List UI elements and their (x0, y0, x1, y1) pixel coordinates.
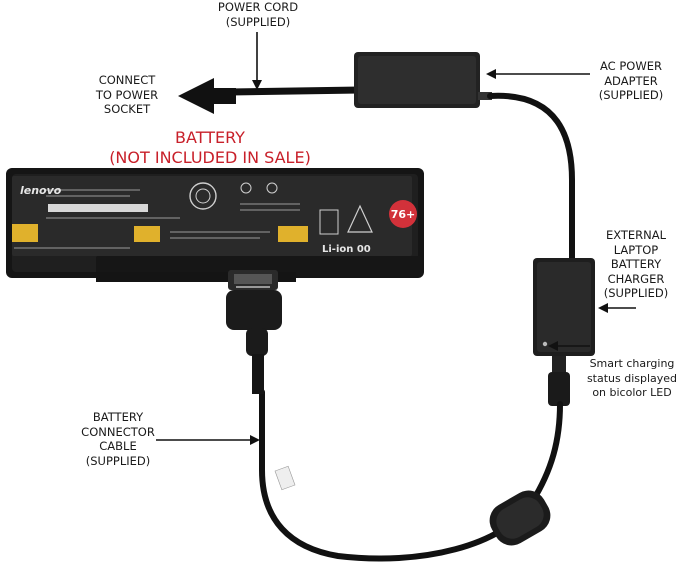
label-battery-cable: BATTERY CONNECTOR CABLE (SUPPLIED) (81, 410, 155, 468)
callout-arrows (156, 32, 636, 445)
label-smart-charging: Smart charging status displayed on bicol… (586, 357, 678, 399)
battery-brand: lenovo (20, 184, 62, 197)
adapter-to-charger-cable (487, 92, 575, 261)
plug-arrow-icon (178, 78, 236, 114)
battery-connector (226, 270, 282, 394)
battery-badge: 76+ (391, 208, 416, 221)
charger-output-cable (259, 389, 563, 562)
label-connect-to-power: CONNECT TO POWER SOCKET (95, 73, 159, 116)
battery-chemistry: Li-ion 00 (322, 244, 371, 255)
label-power-cord: POWER CORD (SUPPLIED) (217, 0, 299, 29)
ferrite-bead (489, 490, 551, 546)
label-external-charger: EXTERNAL LAPTOP BATTERY CHARGER (SUPPLIE… (603, 228, 669, 300)
ac-adapter (354, 52, 492, 108)
label-ac-adapter: AC POWER ADAPTER (SUPPLIED) (598, 59, 664, 102)
label-battery-title: BATTERY (NOT INCLUDED IN SALE) (109, 128, 311, 167)
battery (6, 168, 424, 282)
power-cord (226, 86, 364, 96)
status-led-icon (542, 341, 548, 347)
cable-tag (274, 465, 296, 491)
external-charger (533, 258, 595, 406)
